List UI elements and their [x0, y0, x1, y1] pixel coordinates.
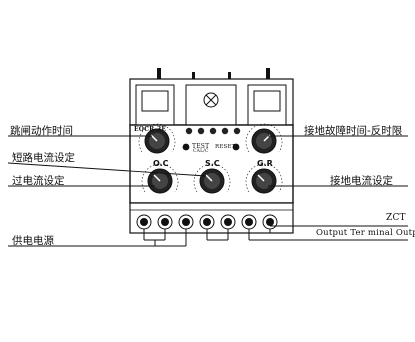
terminal-screws: [136, 214, 278, 230]
output-terminal-label: Output Ter minal Outp u: [316, 228, 415, 238]
reset-label: RESET: [215, 144, 236, 150]
knob-sc-label: S.C: [205, 159, 220, 168]
model-label: EOCR-3E: [134, 126, 167, 133]
over-current-label: 过电流设定: [12, 175, 65, 187]
short-circuit-label: 短路电流设定: [12, 152, 75, 164]
ground-current-label: 接地电流设定: [330, 175, 393, 187]
trip-time-label: 跳闸动作时间: [10, 125, 73, 137]
knob-gr-label: G.R: [257, 159, 273, 168]
knob-oc-label: O.C: [153, 159, 169, 168]
zct-label: ZCT: [386, 213, 406, 223]
ground-fault-time-label: 接地故障时间-反时限: [304, 125, 403, 137]
test-sub-label: CAL/C: [193, 149, 209, 154]
power-supply-label: 供电电源: [12, 235, 54, 247]
test-label: TEST: [192, 143, 210, 150]
